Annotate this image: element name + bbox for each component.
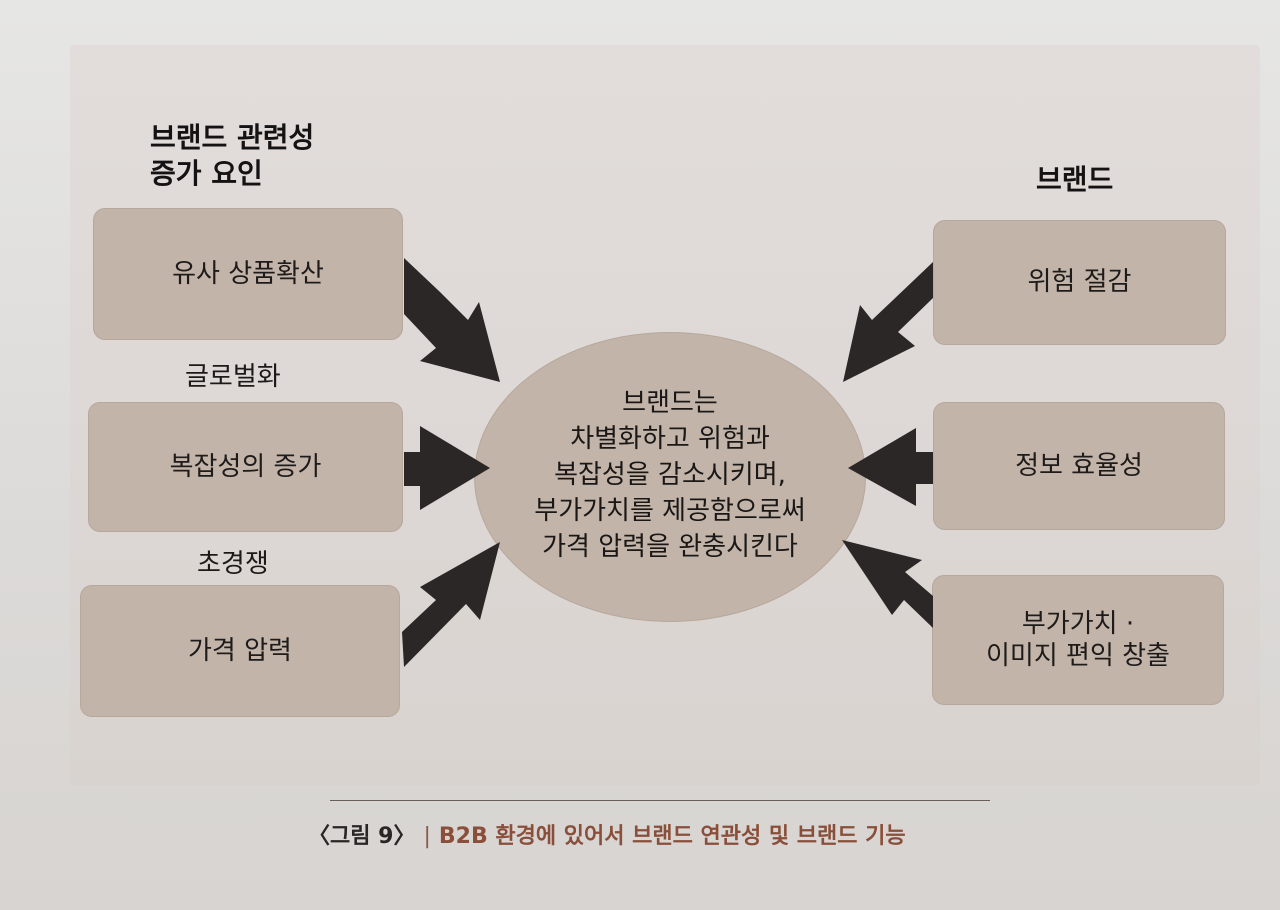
left-heading-line-1: 브랜드 관련성 [150, 121, 315, 154]
center-line-2: 차별화하고 위험과 [570, 424, 770, 455]
left-box-price-pressure: 가격 압력 [80, 585, 400, 717]
left-box-complexity: 복잡성의 증가 [88, 402, 403, 532]
left-box-2-text: 복잡성의 증가 [169, 451, 322, 482]
caption-separator: | [423, 824, 431, 849]
caption-figure-number: 〈그림 9〉 [308, 824, 416, 849]
left-box-1-text: 유사 상품확산 [172, 258, 324, 289]
left-box-similar-products: 유사 상품확산 [93, 208, 403, 340]
left-label-globalization: 글로벌화 [185, 362, 281, 392]
right-box-1-text: 위험 절감 [1027, 267, 1132, 298]
right-box-value-creation: 부가가치 · 이미지 편익 창출 [932, 575, 1224, 705]
left-heading-line-2: 증가 요인 [150, 157, 263, 191]
left-label-hypercompetition: 초경쟁 [197, 549, 269, 579]
caption-title: B2B 환경에 있어서 브랜드 연관성 및 브랜드 기능 [438, 824, 906, 849]
right-box-3-line-2: 이미지 편익 창출 [986, 641, 1170, 671]
center-ellipse [474, 332, 866, 622]
center-line-3: 복잡성을 감소시키며, [554, 460, 786, 491]
left-box-3-text: 가격 압력 [188, 635, 292, 666]
right-box-risk-reduction: 위험 절감 [933, 220, 1226, 345]
center-line-4: 부가가치를 제공함으로써 [534, 495, 806, 526]
right-box-3-line-1: 부가가치 · [1021, 608, 1135, 639]
right-box-2-text: 정보 효율성 [1015, 450, 1143, 481]
center-line-5: 가격 압력을 완충시킨다 [542, 531, 798, 562]
center-text: 브랜드는 차별화하고 위험과 복잡성을 감소시키며, 부가가치를 제공함으로써 … [500, 348, 840, 604]
center-line-1: 브랜드는 [622, 388, 718, 419]
left-heading: 브랜드 관련성 증가 요인 [150, 120, 314, 193]
right-heading: 브랜드 [1036, 163, 1114, 196]
caption-rule [330, 800, 990, 801]
right-box-info-efficiency: 정보 효율성 [933, 402, 1225, 530]
figure-caption: 〈그림 9〉 | B2B 환경에 있어서 브랜드 연관성 및 브랜드 기능 [308, 818, 906, 850]
